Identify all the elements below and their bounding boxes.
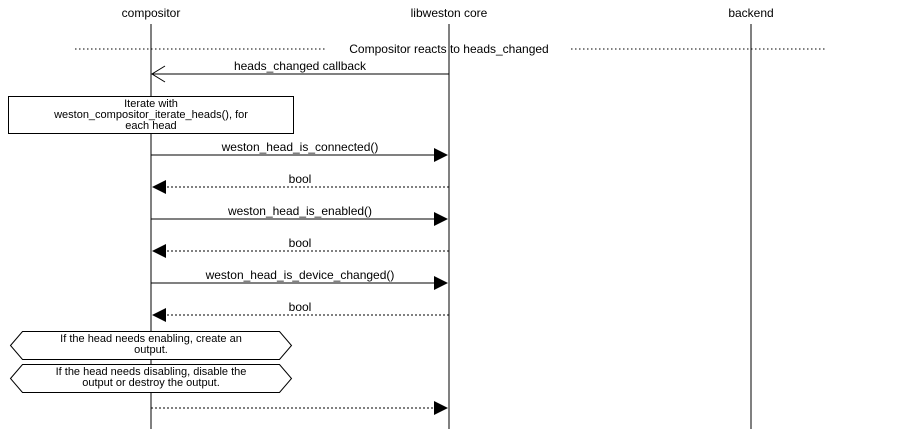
arrowhead-filled-icon-3	[434, 212, 448, 226]
lifeline-label-compositor: compositor	[122, 6, 181, 20]
message-heads-changed-callback: heads_changed callback	[151, 59, 449, 83]
hexagon-shape-enable	[9, 331, 293, 360]
note-line-1: weston_compositor_iterate_heads(), for	[53, 109, 248, 121]
message-label-2: bool	[289, 172, 312, 186]
message-weston-head-is-enabled: weston_head_is_enabled()	[151, 204, 448, 226]
condition-head-needs-disabling: If the head needs disabling, disable the…	[9, 364, 293, 393]
condition-head-needs-enabling: If the head needs enabling, create an ou…	[9, 331, 293, 360]
condition-enable-line-1: output.	[134, 344, 168, 356]
separator-label: Compositor reacts to heads_changed	[349, 42, 548, 56]
arrowhead-filled-icon-4	[152, 244, 166, 258]
message-label-5: weston_head_is_device_changed()	[205, 268, 395, 282]
message-label-6: bool	[289, 300, 312, 314]
lifeline-label-backend: backend	[728, 6, 773, 20]
hexagon-shape-disable	[9, 364, 293, 393]
message-label-1: weston_head_is_connected()	[221, 140, 379, 154]
note-line-2: each head	[125, 120, 176, 132]
message-weston-head-is-connected: weston_head_is_connected()	[151, 140, 448, 162]
message-weston-head-is-device-changed: weston_head_is_device_changed()	[151, 268, 448, 290]
note-line-0: Iterate with	[124, 98, 178, 110]
lifeline-label-libweston-core: libweston core	[411, 6, 488, 20]
message-label-0: heads_changed callback	[234, 59, 367, 73]
note-iterate-heads: Iterate with weston_compositor_iterate_h…	[8, 96, 294, 134]
arrowhead-filled-icon-6	[152, 308, 166, 322]
arrowhead-filled-icon-7	[434, 401, 448, 415]
message-bool-2: bool	[152, 236, 449, 258]
lifeline-headers: compositor libweston core backend	[122, 6, 774, 20]
condition-disable-line-1: output or destroy the output.	[82, 377, 220, 389]
message-bool-1: bool	[152, 172, 449, 194]
separator-compositor-reacts: Compositor reacts to heads_changed	[75, 42, 825, 56]
message-label-4: bool	[289, 236, 312, 250]
note-box-iterate	[8, 96, 294, 134]
message-unlabeled-final	[151, 401, 448, 415]
arrowhead-filled-icon-5	[434, 276, 448, 290]
condition-disable-line-0: If the head needs disabling, disable the	[56, 366, 247, 378]
arrowhead-filled-icon-1	[434, 148, 448, 162]
arrowhead-open-icon-0	[151, 65, 166, 83]
message-label-3: weston_head_is_enabled()	[227, 204, 372, 218]
message-bool-3: bool	[152, 300, 449, 322]
arrowhead-filled-icon-2	[152, 180, 166, 194]
condition-enable-line-0: If the head needs enabling, create an	[60, 333, 242, 345]
lifelines	[150, 24, 752, 429]
